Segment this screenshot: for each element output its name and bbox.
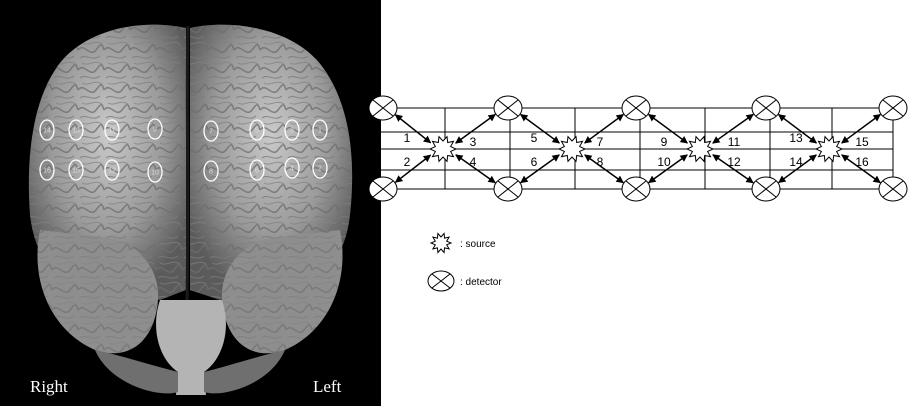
channel-arrow xyxy=(648,154,688,184)
photo-label-left: Left xyxy=(313,377,342,396)
channel-arrow xyxy=(712,154,754,184)
brain-channel-number: 5 xyxy=(255,128,259,135)
channel-arrow xyxy=(394,154,432,183)
channel-arrow xyxy=(455,113,496,144)
detector xyxy=(751,95,781,121)
brain-channel-marker: 12 xyxy=(104,159,120,181)
legend: : source : detector xyxy=(427,232,502,292)
brain-channel-marker: 13 xyxy=(68,119,84,141)
legend-detector-label: : detector xyxy=(460,277,502,288)
detector xyxy=(878,95,908,121)
channel-label: 15 xyxy=(855,135,869,149)
brain-channel-number: 11 xyxy=(108,128,115,135)
brain-channel-marker: 4 xyxy=(284,157,300,179)
channel-label: 1 xyxy=(404,131,411,145)
brain-channel-marker: 11 xyxy=(104,119,120,141)
brain-photo: 14 13 11 9 7 5 3 1 16 15 12 10 8 6 4 2 Right Left xyxy=(0,0,381,406)
channel-arrow xyxy=(394,114,432,144)
brain-channel-number: 7 xyxy=(209,129,213,136)
brain-channel-number: 2 xyxy=(318,166,322,173)
brain-channel-marker: 6 xyxy=(249,159,265,181)
detector xyxy=(621,176,651,202)
source xyxy=(814,135,844,163)
brain-channel-marker: 7 xyxy=(203,120,219,142)
channel-label: 2 xyxy=(404,155,411,169)
brain-channel-marker: 16 xyxy=(39,159,55,181)
channel-label: 3 xyxy=(470,135,477,149)
detector xyxy=(368,95,398,121)
brain-channel-number: 16 xyxy=(43,168,51,175)
detector xyxy=(368,176,398,202)
channel-label: 11 xyxy=(728,135,741,149)
channel-label: 5 xyxy=(531,131,538,145)
brain-channel-number: 12 xyxy=(108,168,116,175)
channel-label: 14 xyxy=(789,155,803,169)
detector xyxy=(493,95,523,121)
detector xyxy=(878,176,908,202)
brain-channel-marker: 10 xyxy=(147,161,163,183)
source xyxy=(428,135,458,163)
brainstem xyxy=(156,300,226,395)
channel-arrow xyxy=(777,113,818,144)
brain-channel-number: 8 xyxy=(209,169,213,176)
channel-arrow xyxy=(584,154,624,184)
brain-channel-marker: 14 xyxy=(39,119,55,141)
channel-arrow xyxy=(712,113,754,144)
channel-label: 9 xyxy=(661,135,668,149)
channel-arrow xyxy=(841,113,881,144)
brain-channel-number: 15 xyxy=(72,168,80,175)
channel-arrow xyxy=(520,113,560,144)
source xyxy=(685,135,715,163)
channel-arrow xyxy=(778,154,817,184)
channel-label: 13 xyxy=(789,131,803,145)
legend-detector-icon xyxy=(427,270,455,292)
sources xyxy=(428,135,844,163)
brain-channel-marker: 1 xyxy=(312,119,328,141)
brain-channel-number: 3 xyxy=(290,128,294,135)
brain-channel-marker: 8 xyxy=(203,160,219,182)
cerebellum xyxy=(95,350,178,394)
channel-label: 4 xyxy=(470,155,477,169)
legend-source-label: : source xyxy=(460,239,496,250)
detector xyxy=(493,176,523,202)
brain-channel-number: 4 xyxy=(290,166,294,173)
brain-channel-markers: 14 13 11 9 7 5 3 1 16 15 12 10 8 6 4 2 xyxy=(39,118,328,183)
brain-channel-number: 9 xyxy=(153,127,157,134)
channel-arrow xyxy=(584,113,624,144)
legend-source-icon xyxy=(429,232,453,254)
channel-arrow xyxy=(520,154,560,184)
channel-label: 10 xyxy=(657,155,671,169)
brain-channel-number: 13 xyxy=(72,128,80,135)
brain-channel-marker: 15 xyxy=(68,159,84,181)
channel-label: 16 xyxy=(855,155,869,169)
brain-channel-number: 6 xyxy=(255,168,259,175)
brain-channel-marker: 5 xyxy=(249,119,265,141)
channel-arrows xyxy=(394,113,881,184)
brain-channel-number: 10 xyxy=(151,170,159,177)
brain-channel-number: 1 xyxy=(318,128,322,135)
brain-channel-marker: 2 xyxy=(312,157,328,179)
detector xyxy=(621,95,651,121)
brain-channel-marker: 3 xyxy=(284,119,300,141)
brain-channel-marker: 9 xyxy=(147,118,163,140)
photo-label-right: Right xyxy=(30,377,68,396)
detector xyxy=(751,176,781,202)
channel-arrow xyxy=(648,113,688,144)
channel-label: 6 xyxy=(531,155,538,169)
channel-arrow xyxy=(455,154,496,184)
channel-label: 8 xyxy=(597,155,604,169)
source xyxy=(557,135,587,163)
brain-channel-number: 14 xyxy=(43,128,51,135)
channel-label: 7 xyxy=(597,135,604,149)
channel-arrow xyxy=(841,154,881,184)
detectors xyxy=(368,95,908,202)
channel-label: 12 xyxy=(727,155,741,169)
